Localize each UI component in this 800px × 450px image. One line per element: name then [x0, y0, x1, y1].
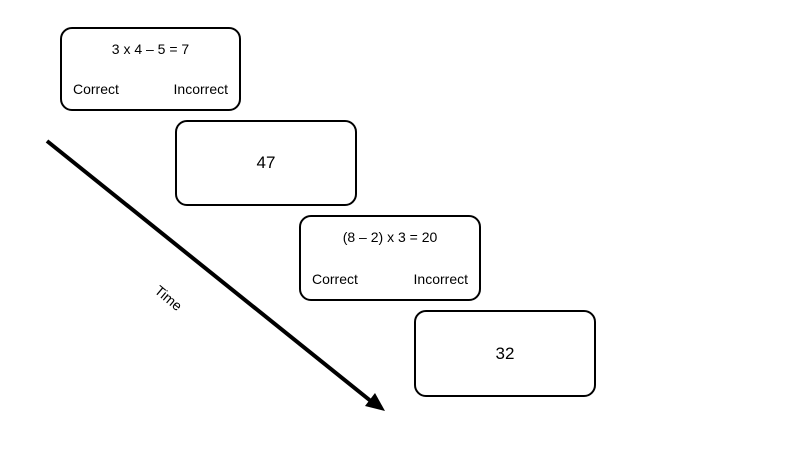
- time-arrow-shaft: [45, 139, 374, 404]
- correct-option: Correct: [73, 81, 119, 97]
- correct-option: Correct: [312, 271, 358, 287]
- equation-card-1: 3 x 4 – 5 = 7 Correct Incorrect: [60, 27, 241, 111]
- equation-card-2: (8 – 2) x 3 = 20 Correct Incorrect: [299, 215, 481, 301]
- equation-text: (8 – 2) x 3 = 20: [342, 229, 438, 245]
- incorrect-option: Incorrect: [173, 81, 228, 97]
- incorrect-option: Incorrect: [413, 271, 468, 287]
- number-text: 32: [495, 343, 515, 363]
- time-arrow-head: [365, 393, 385, 411]
- equation-text: 3 x 4 – 5 = 7: [111, 41, 190, 57]
- number-card-1: 47: [175, 120, 357, 206]
- number-card-2: 32: [414, 310, 596, 397]
- number-text: 47: [256, 153, 276, 172]
